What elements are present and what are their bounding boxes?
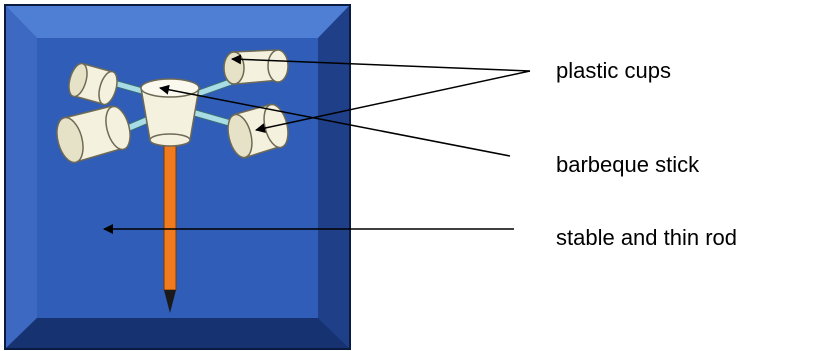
arrow-cups-top bbox=[231, 54, 531, 72]
arrow-cups-bottom bbox=[255, 70, 531, 133]
label-plastic-cups: plastic cups bbox=[556, 58, 671, 83]
leader-arrows bbox=[103, 54, 531, 234]
cup-top-right bbox=[223, 49, 289, 85]
cup-center bbox=[140, 78, 200, 147]
blue-frame bbox=[4, 4, 351, 350]
arrow-stick bbox=[159, 84, 511, 157]
thin-rod bbox=[163, 139, 177, 313]
plastic-cups bbox=[56, 49, 289, 164]
label-barbeque-stick: barbeque stick bbox=[556, 152, 700, 177]
cup-top-left bbox=[68, 62, 118, 106]
cup-bottom-left bbox=[56, 105, 131, 164]
label-stable-thin-rod: stable and thin rod bbox=[556, 225, 738, 250]
